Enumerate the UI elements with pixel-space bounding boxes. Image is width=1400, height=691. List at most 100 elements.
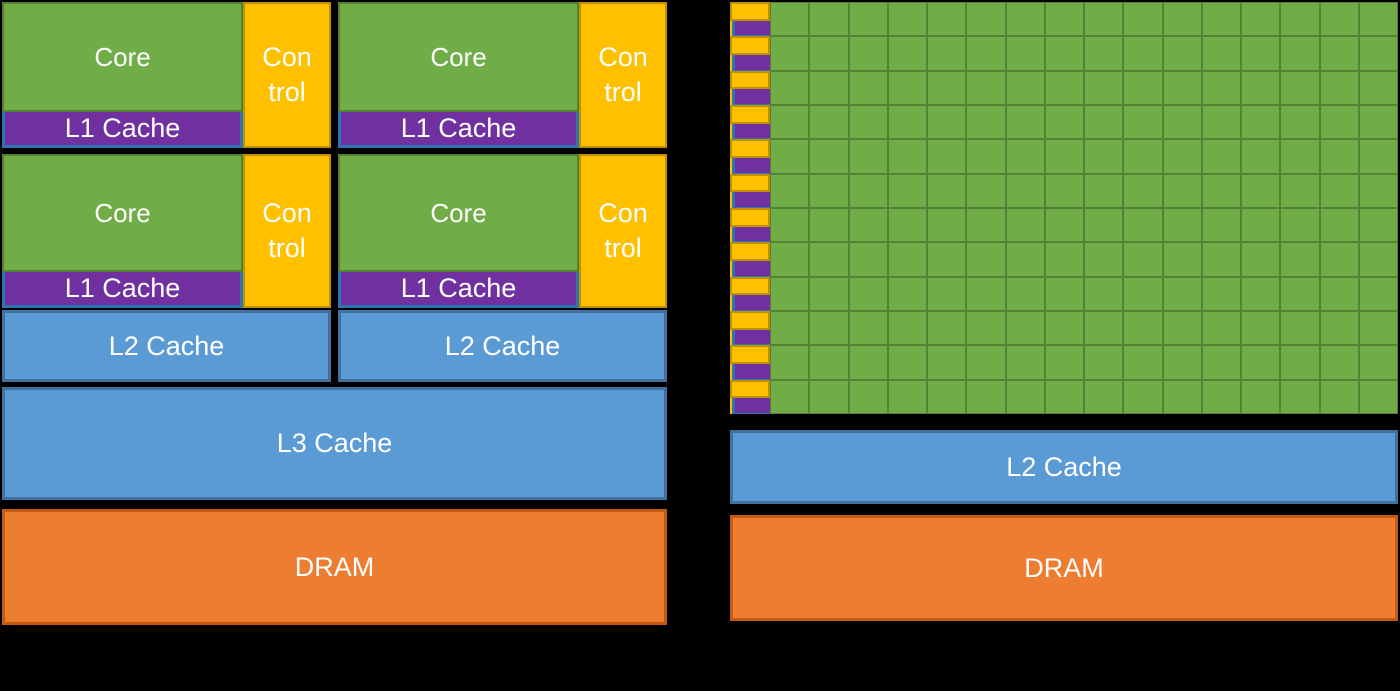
cpu-cluster-left: Core L1 Cache	[338, 154, 579, 308]
gpu-core-cell	[1280, 2, 1320, 37]
gpu-core-cell	[1319, 345, 1359, 380]
cpu-dram-label: DRAM	[294, 551, 375, 582]
cpu-l2-row: L2 Cache L2 Cache	[2, 310, 667, 382]
gpu-core-cell	[770, 173, 810, 208]
cpu-core-block: Core	[2, 2, 243, 112]
gpu-core-cell	[1084, 104, 1124, 140]
gpu-dram-label: DRAM	[1024, 552, 1104, 583]
gpu-core-cell	[1358, 173, 1398, 208]
gpu-l1-stripe	[732, 55, 770, 71]
cpu-l1-cache-block: L1 Cache	[338, 272, 579, 308]
gpu-core-cell	[966, 276, 1006, 311]
cpu-control-label-line1: Con	[598, 41, 648, 72]
gpu-stripe-column	[730, 310, 770, 346]
gpu-row	[730, 310, 1398, 346]
gpu-core-cell	[1162, 70, 1202, 105]
gpu-core-cell	[1358, 139, 1398, 174]
gpu-row	[730, 36, 1398, 71]
gpu-core-cell	[1044, 276, 1084, 311]
gpu-core-cell	[848, 2, 888, 37]
cpu-l2-cache-block: L2 Cache	[338, 310, 667, 382]
gpu-core-cell	[887, 276, 927, 311]
gpu-core-cell	[927, 104, 967, 140]
gpu-core-cell	[848, 310, 888, 346]
cpu-control-label-line1: Con	[262, 197, 312, 228]
gpu-core-cell	[927, 36, 967, 71]
gpu-core-cell	[1044, 345, 1084, 380]
gpu-core-cell	[1241, 276, 1281, 311]
gpu-core-cell	[887, 70, 927, 105]
gpu-core-cell	[1005, 2, 1045, 37]
cpu-control-label-line1: Con	[262, 41, 312, 72]
gpu-core-cell	[927, 379, 967, 414]
gpu-core-cell	[1123, 2, 1163, 37]
gpu-core-cell	[1005, 379, 1045, 414]
gpu-l1-stripe	[732, 157, 770, 174]
gpu-core-cell	[1005, 139, 1045, 174]
gpu-core-cell	[1044, 207, 1084, 243]
gpu-core-cell	[1123, 173, 1163, 208]
gpu-control-stripe	[730, 276, 770, 296]
gpu-core-cell	[1162, 2, 1202, 37]
gpu-core-cell	[1201, 2, 1241, 37]
gpu-row-cells	[770, 207, 1398, 243]
cpu-control-block: Con trol	[579, 154, 667, 308]
gpu-core-cell	[1319, 36, 1359, 71]
gpu-core-cell	[809, 276, 849, 311]
gpu-core-cell	[1280, 207, 1320, 243]
gpu-core-cell	[1084, 139, 1124, 174]
cpu-l2-cache-label: L2 Cache	[444, 330, 561, 361]
gpu-row-cells	[770, 310, 1398, 346]
gpu-core-cell	[966, 36, 1006, 71]
gpu-l1-stripe	[732, 20, 770, 37]
gpu-core-cell	[770, 242, 810, 277]
gpu-l1-stripe	[732, 363, 770, 380]
gpu-control-stripe	[730, 379, 770, 399]
cpu-control-block: Con trol	[579, 2, 667, 148]
gpu-core-cell	[1005, 173, 1045, 208]
gpu-core-cell	[1123, 104, 1163, 140]
gpu-core-cell	[966, 104, 1006, 140]
gpu-control-stripe	[730, 310, 770, 330]
gpu-row	[730, 139, 1398, 174]
gpu-stripe-column	[730, 2, 770, 37]
gpu-l1-stripe	[732, 192, 770, 208]
gpu-core-cell	[1005, 104, 1045, 140]
gpu-core-cell	[1005, 345, 1045, 380]
gpu-core-cell	[1241, 104, 1281, 140]
gpu-core-cell	[1319, 104, 1359, 140]
gpu-row	[730, 379, 1398, 414]
gpu-core-cell	[848, 104, 888, 140]
gpu-core-cell	[848, 379, 888, 414]
gpu-row-cells	[770, 242, 1398, 277]
gpu-core-cell	[809, 379, 849, 414]
gpu-core-cell	[1319, 242, 1359, 277]
gpu-core-cell	[1358, 242, 1398, 277]
gpu-row-cells	[770, 173, 1398, 208]
gpu-core-cell	[1162, 173, 1202, 208]
gpu-core-cell	[770, 276, 810, 311]
gpu-row-cells	[770, 104, 1398, 140]
gpu-core-cell	[1044, 36, 1084, 71]
cpu-l2-cache-block: L2 Cache	[2, 310, 331, 382]
gpu-core-cell	[927, 70, 967, 105]
cpu-cluster-left: Core L1 Cache	[2, 154, 243, 308]
gpu-core-cell	[1319, 139, 1359, 174]
gpu-core-cell	[887, 104, 927, 140]
gpu-core-cell	[809, 2, 849, 37]
gpu-core-cell	[1241, 70, 1281, 105]
gpu-l1-stripe	[732, 329, 770, 346]
gpu-core-cell	[1280, 379, 1320, 414]
gpu-stripe-column	[730, 207, 770, 243]
gpu-core-cell	[1084, 310, 1124, 346]
gpu-core-cell	[1201, 139, 1241, 174]
gpu-stripe-column	[730, 379, 770, 414]
gpu-core-cell	[1044, 70, 1084, 105]
gpu-core-cell	[809, 139, 849, 174]
cpu-core-cluster: Core L1 Cache Con trol	[2, 2, 331, 148]
gpu-core-cell	[1241, 2, 1281, 37]
gpu-core-cell	[770, 2, 810, 37]
cpu-control-block: Con trol	[243, 2, 331, 148]
gpu-core-cell	[1358, 276, 1398, 311]
gpu-row-cells	[770, 345, 1398, 380]
